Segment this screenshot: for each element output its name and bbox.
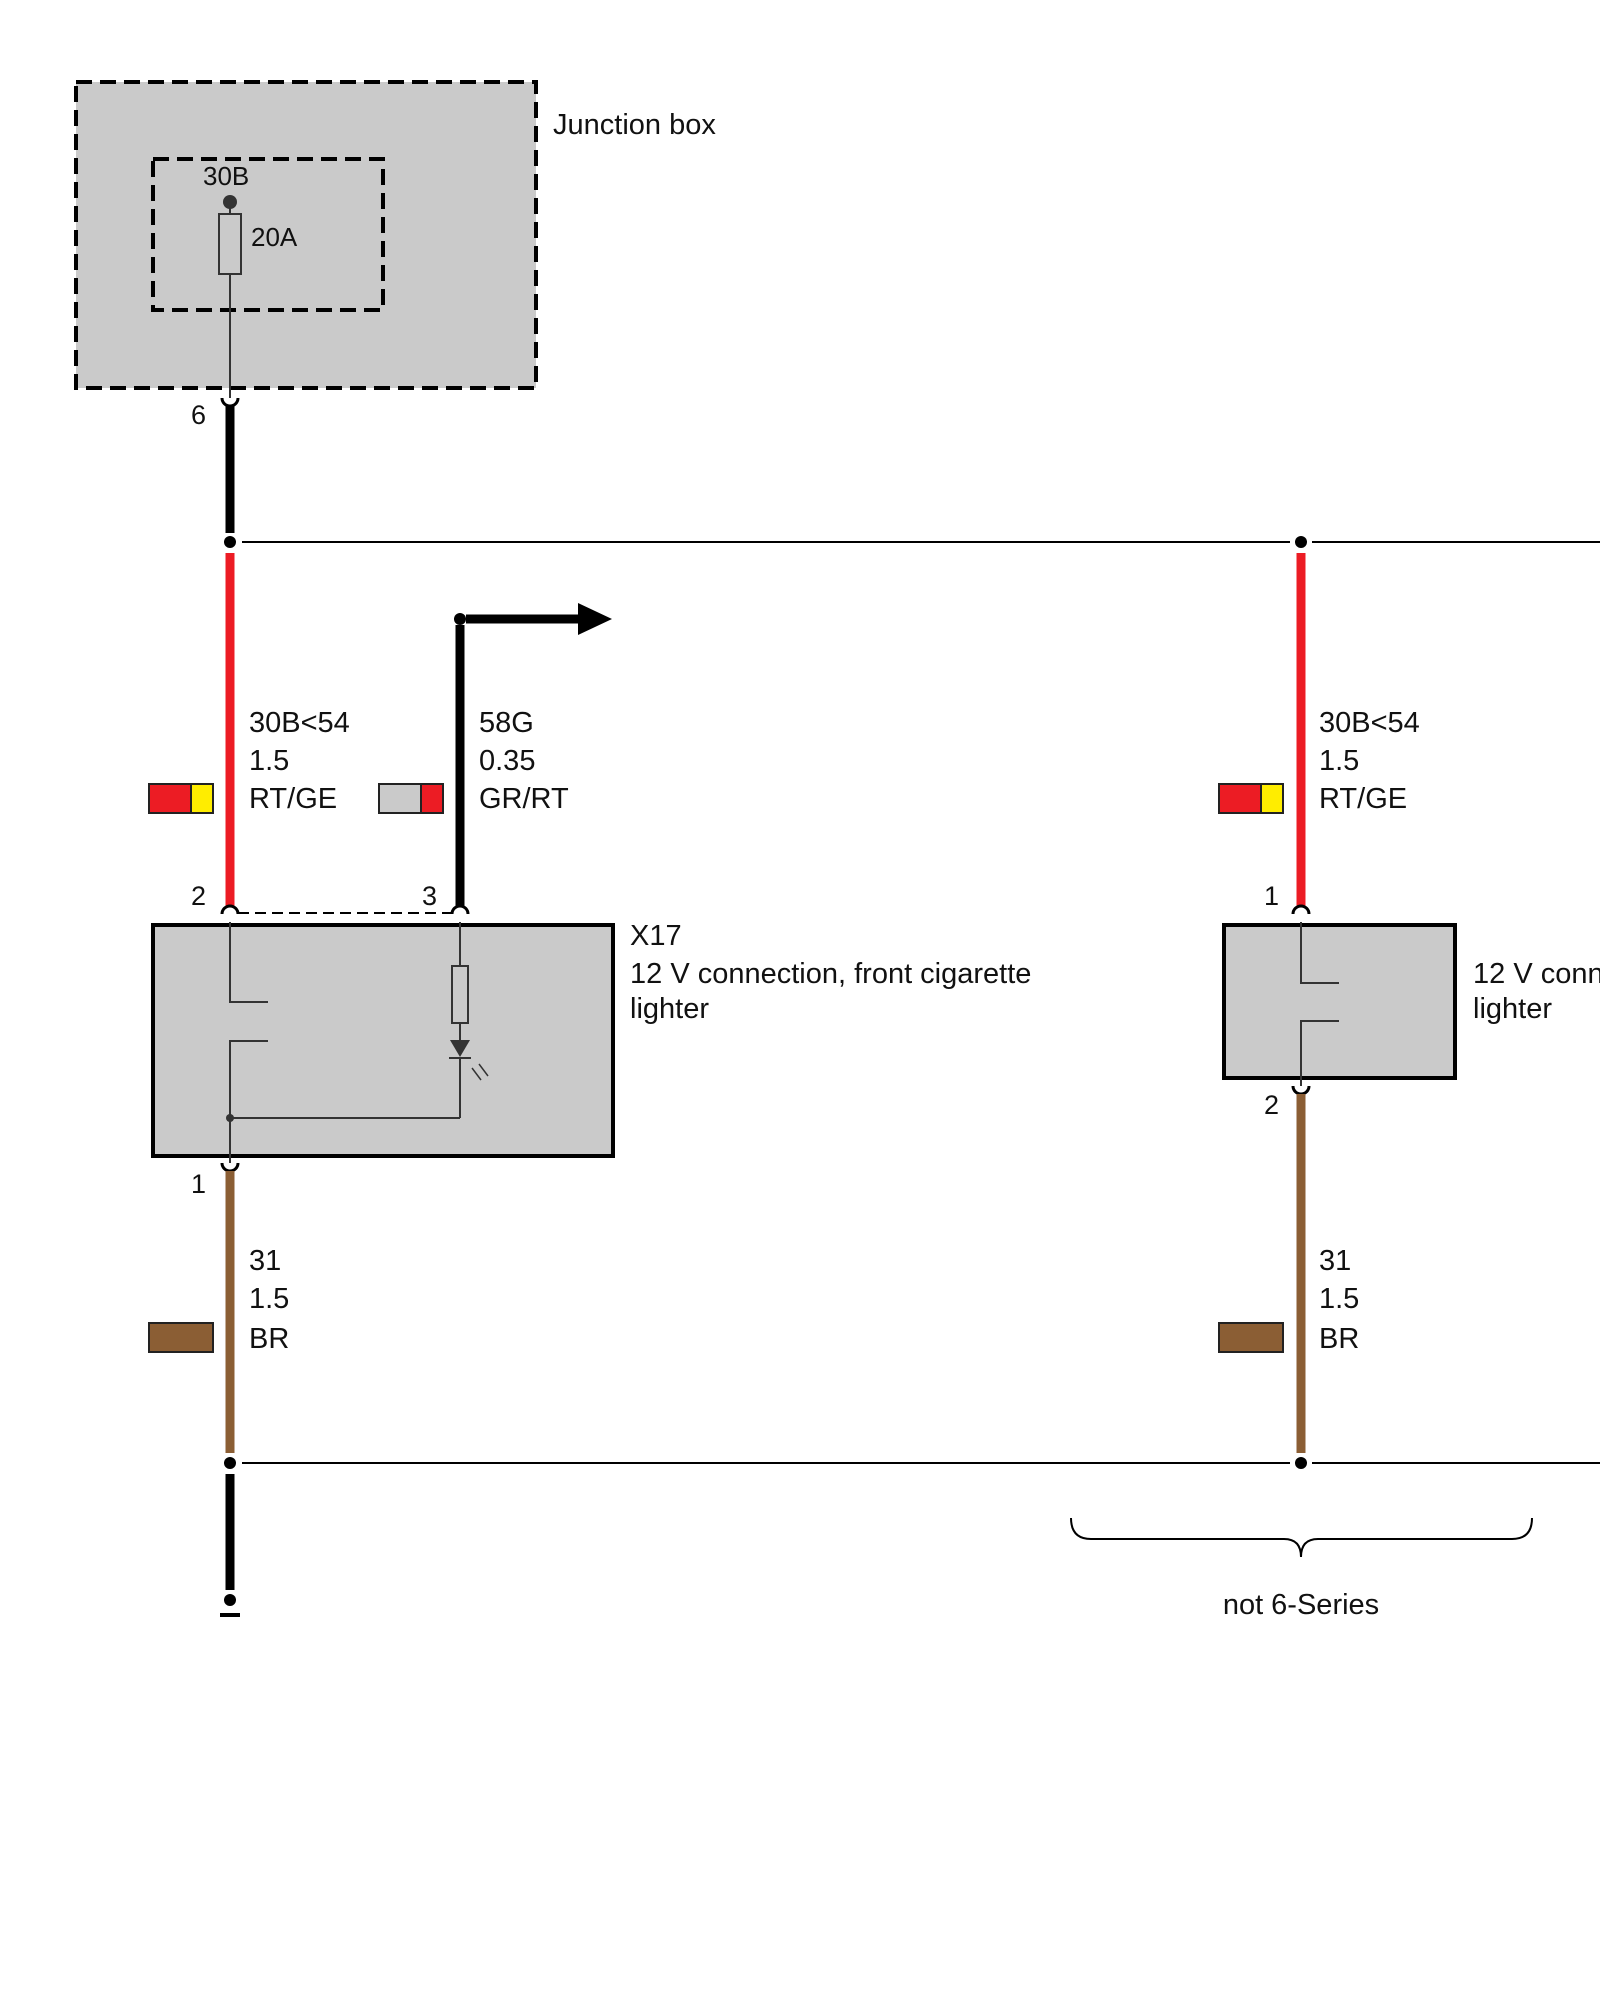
connector-cup-pin-6 — [220, 397, 240, 408]
wire-color-swatch-red-right — [1218, 783, 1262, 814]
left-supply-wire: 30B<54 1.5 RT/GE — [148, 553, 350, 906]
signal-gauge: 0.35 — [479, 745, 535, 777]
wire-color-swatch-brown-right — [1218, 1322, 1284, 1353]
ground-bus-node-right — [1295, 1457, 1307, 1469]
signal-wire: 58G 0.35 GR/RT — [378, 603, 612, 906]
terminal-30b-label: 30B — [203, 161, 249, 191]
junction-box-pin-6: 6 — [191, 400, 206, 430]
curly-brace — [1070, 1517, 1533, 1558]
supply-split-node — [224, 536, 236, 548]
variant-label: not 6-Series — [1223, 1589, 1379, 1621]
component-x17: 2 3 1 X17 12 V connection, front cigaret… — [151, 881, 1031, 1199]
x17-pin-3-label: 3 — [422, 881, 437, 911]
right-supply-color-code: RT/GE — [1319, 783, 1407, 815]
left-ground-gauge: 1.5 — [249, 1283, 289, 1315]
x17-switch-contact-lower — [229, 1040, 268, 1118]
wire-color-swatch-red — [148, 783, 192, 814]
right-switch-contact-lower — [1300, 1020, 1339, 1086]
junction-box-outline — [74, 80, 538, 390]
right-supply-circuit: 30B<54 — [1319, 707, 1420, 739]
left-ground-wire: 31 1.5 BR — [148, 1171, 1600, 1617]
right-pin-1-label: 1 — [1264, 881, 1279, 911]
left-supply-color-code: RT/GE — [249, 783, 337, 815]
wire-color-swatch-yellow-right — [1260, 783, 1284, 814]
x17-pin-1-label: 1 — [191, 1169, 206, 1199]
component-right: 30B<54 1.5 RT/GE 1 2 12 V conn lighter 3… — [1218, 553, 1600, 1469]
variant-brace: not 6-Series — [1070, 1517, 1533, 1621]
x17-box — [151, 923, 615, 1158]
supply-feed-wire — [220, 397, 1600, 548]
right-description-line-1: 12 V conn — [1473, 958, 1600, 990]
wire-color-swatch-grey — [378, 783, 422, 814]
signal-circuit: 58G — [479, 707, 534, 739]
ground-terminal-dot — [224, 1594, 236, 1606]
right-supply-gauge: 1.5 — [1319, 745, 1359, 777]
right-description-line-2: lighter — [1473, 993, 1552, 1025]
ground-bus-node-left — [224, 1457, 236, 1469]
supply-bus-node-right — [1295, 536, 1307, 548]
right-connector-cup-pin-1 — [1291, 904, 1311, 915]
signal-wire-node — [454, 613, 466, 625]
right-ground-gauge: 1.5 — [1319, 1283, 1359, 1315]
x17-id-label: X17 — [630, 920, 682, 952]
wire-color-swatch-yellow — [190, 783, 214, 814]
right-ground-circuit: 31 — [1319, 1245, 1351, 1277]
x17-led-light-ray-1 — [471, 1067, 482, 1081]
signal-arrow-head — [578, 603, 612, 635]
left-ground-circuit: 31 — [249, 1245, 281, 1277]
left-supply-gauge: 1.5 — [249, 745, 289, 777]
wire-color-swatch-red-stripe — [420, 783, 444, 814]
right-component-box — [1222, 923, 1457, 1080]
x17-led-light-ray-2 — [478, 1063, 489, 1077]
fuse-rating-label: 20A — [251, 222, 298, 252]
junction-box: Junction box 30B 20A 6 — [74, 80, 716, 430]
right-connector-cup-pin-2 — [1291, 1085, 1311, 1096]
x17-switch-contact-upper — [229, 922, 268, 1003]
connector-cup-pin-3 — [450, 904, 470, 915]
connector-cup-pin-1 — [220, 1162, 240, 1173]
left-supply-circuit: 30B<54 — [249, 707, 350, 739]
right-switch-contact-upper — [1300, 922, 1339, 984]
fuse-module-outline — [151, 157, 385, 312]
x17-description-line-1: 12 V connection, front cigarette — [630, 958, 1031, 990]
left-ground-color-code: BR — [249, 1323, 289, 1355]
wire-color-swatch-brown-left — [148, 1322, 214, 1353]
right-ground-color-code: BR — [1319, 1323, 1359, 1355]
x17-pin-2-label: 2 — [191, 881, 206, 911]
junction-box-label: Junction box — [553, 109, 716, 141]
signal-color-code: GR/RT — [479, 783, 569, 815]
connector-cup-pin-2 — [220, 904, 240, 915]
x17-led-symbol — [450, 1040, 470, 1057]
x17-description-line-2: lighter — [630, 993, 709, 1025]
right-pin-2-label: 2 — [1264, 1090, 1279, 1120]
